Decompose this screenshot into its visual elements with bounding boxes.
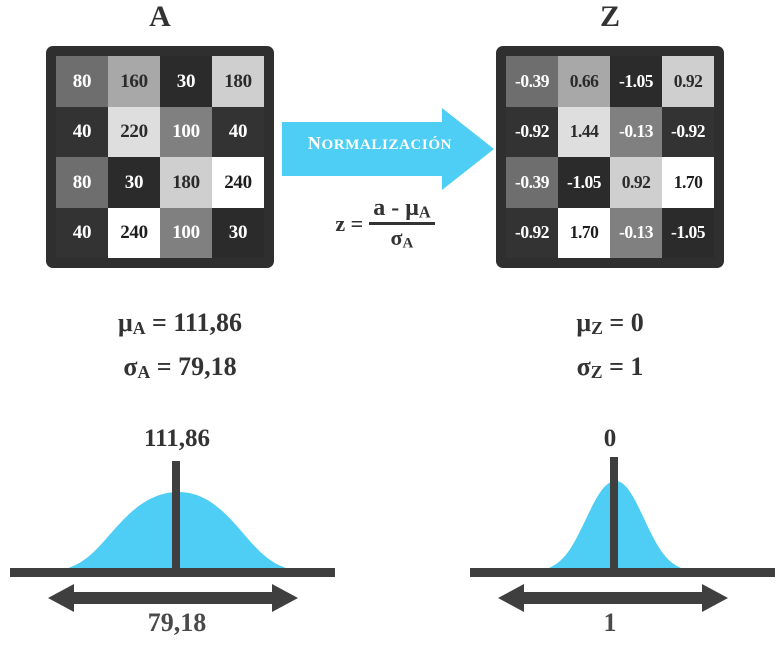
arrow-shape: [282, 108, 494, 190]
stat-z-sd-value: 1: [630, 352, 644, 381]
stat-z-mean: μZ = 0: [460, 308, 760, 339]
stat-a-sd-sub: A: [137, 361, 151, 382]
stat-z-mean-eq: =: [602, 308, 631, 337]
matrix-a-cell-1-2: 100: [160, 106, 212, 157]
matrix-z-cell-0-3: 0.92: [662, 56, 714, 107]
stat-a-sd-eq: =: [150, 352, 179, 381]
stat-z-mean-symbol: μ: [576, 308, 592, 337]
matrix-z-cell-0-0: -0.39: [506, 56, 558, 107]
formula-denominator: σA: [387, 225, 418, 252]
matrix-z-cell-3-3: -1.05: [662, 207, 714, 258]
formula-num-mu-sub: A: [418, 202, 431, 222]
matrix-z-cell-0-2: -1.05: [610, 56, 662, 107]
matrix-a-cell-3-3: 30: [212, 207, 264, 258]
formula-lhs: z =: [335, 211, 364, 237]
stat-a-mean-value: 111,86: [173, 308, 242, 337]
curve-a-axis: [10, 568, 335, 577]
matrix-a-cell-3-0: 40: [56, 207, 108, 258]
distribution-curve-a: [10, 455, 350, 590]
matrix-a-cell-0-0: 80: [56, 56, 108, 107]
matrix-a-cell-0-2: 30: [160, 56, 212, 107]
matrix-z-cell-0-1: 0.66: [558, 56, 610, 107]
curve-z-mean-label: 0: [603, 425, 617, 452]
z-score-formula: z = a - μA σA: [290, 195, 480, 252]
normalization-arrow: [282, 108, 494, 190]
matrix-z-cell-1-2: -0.13: [610, 106, 662, 157]
matrix-z-cell-1-3: -0.92: [662, 106, 714, 157]
matrix-a-cell-0-1: 160: [108, 56, 160, 107]
curve-a-span-label: 79,18: [147, 608, 207, 637]
matrix-z-cell-2-1: -1.05: [558, 157, 610, 208]
matrix-z-cell-1-0: -0.92: [506, 106, 558, 157]
formula-den-sub: A: [402, 235, 414, 252]
curve-z-svg: [470, 457, 775, 577]
curve-z-span-arrow-svg: [498, 584, 728, 612]
curve-a-mean-label: 111,86: [144, 425, 210, 452]
matrix-z-title: Z: [599, 0, 620, 33]
formula-fraction-bar: [369, 222, 435, 226]
matrix-z-cell-1-1: 1.44: [558, 106, 610, 157]
matrix-a-cell-1-1: 220: [108, 106, 160, 157]
curve-z-mean-line: [610, 457, 618, 573]
double-arrow-icon: [48, 584, 298, 612]
curve-z-axis: [470, 568, 775, 577]
stat-z-sd: σZ = 1: [460, 352, 760, 383]
formula-num-minus: -: [391, 195, 400, 221]
matrix-a-cell-1-3: 40: [212, 106, 264, 157]
curve-z-span-arrow: [498, 582, 728, 619]
formula-numerator: a - μA: [369, 195, 434, 222]
matrix-a-title: A: [149, 0, 171, 33]
formula-num-a: a: [373, 195, 386, 221]
matrix-a-cell-1-0: 40: [56, 106, 108, 157]
curve-a-span-arrow-svg: [48, 584, 298, 612]
stat-a-mean-sub: A: [132, 317, 146, 338]
stat-z-sd-eq: =: [602, 352, 631, 381]
normalization-label-first: N: [307, 133, 322, 153]
stat-a-mean-eq: =: [145, 308, 174, 337]
distribution-curve-z: [450, 455, 778, 590]
matrix-z-cell-2-2: 0.92: [610, 157, 662, 208]
formula-den-sigma: σ: [390, 225, 403, 251]
stat-a-mean-symbol: μ: [118, 308, 133, 337]
matrix-a-cell-2-3: 240: [212, 157, 264, 208]
matrix-z-cell-3-1: 1.70: [558, 207, 610, 258]
matrix-a-cell-3-2: 100: [160, 207, 212, 258]
stat-a-sd: σA = 79,18: [30, 352, 330, 383]
stat-z-sd-symbol: σ: [576, 352, 591, 381]
matrix-z-cell-3-0: -0.92: [506, 207, 558, 258]
matrix-a-cell-2-2: 180: [160, 157, 212, 208]
matrix-a-cell-2-0: 80: [56, 157, 108, 208]
matrix-a-cell-0-3: 180: [212, 56, 264, 107]
stat-z-mean-value: 0: [630, 308, 644, 337]
formula-num-mu: μ: [405, 195, 419, 221]
matrix-z-cell-2-0: -0.39: [506, 157, 558, 208]
curve-z-span-label: 1: [603, 608, 617, 637]
stat-a-mean: μA = 111,86: [30, 308, 330, 339]
curve-a-span-arrow: [48, 582, 298, 619]
curve-a-svg: [10, 461, 335, 577]
stat-z-sd-sub: Z: [590, 361, 603, 382]
double-arrow-icon: [498, 584, 728, 612]
normalization-label-rest: ORMALIZACIÓN: [321, 137, 453, 153]
matrix-z-cell-3-2: -0.13: [610, 207, 662, 258]
normalization-label: NORMALIZACIÓN: [292, 133, 468, 154]
stat-a-sd-symbol: σ: [123, 352, 138, 381]
matrix-a-cell-2-1: 30: [108, 157, 160, 208]
formula-fraction: a - μA σA: [369, 195, 435, 252]
stat-a-sd-value: 79,18: [178, 352, 237, 381]
matrix-a-cell-3-1: 240: [108, 207, 160, 258]
stat-z-mean-sub: Z: [591, 317, 603, 338]
curve-a-mean-line: [172, 461, 180, 573]
matrix-z-cell-2-3: 1.70: [662, 157, 714, 208]
